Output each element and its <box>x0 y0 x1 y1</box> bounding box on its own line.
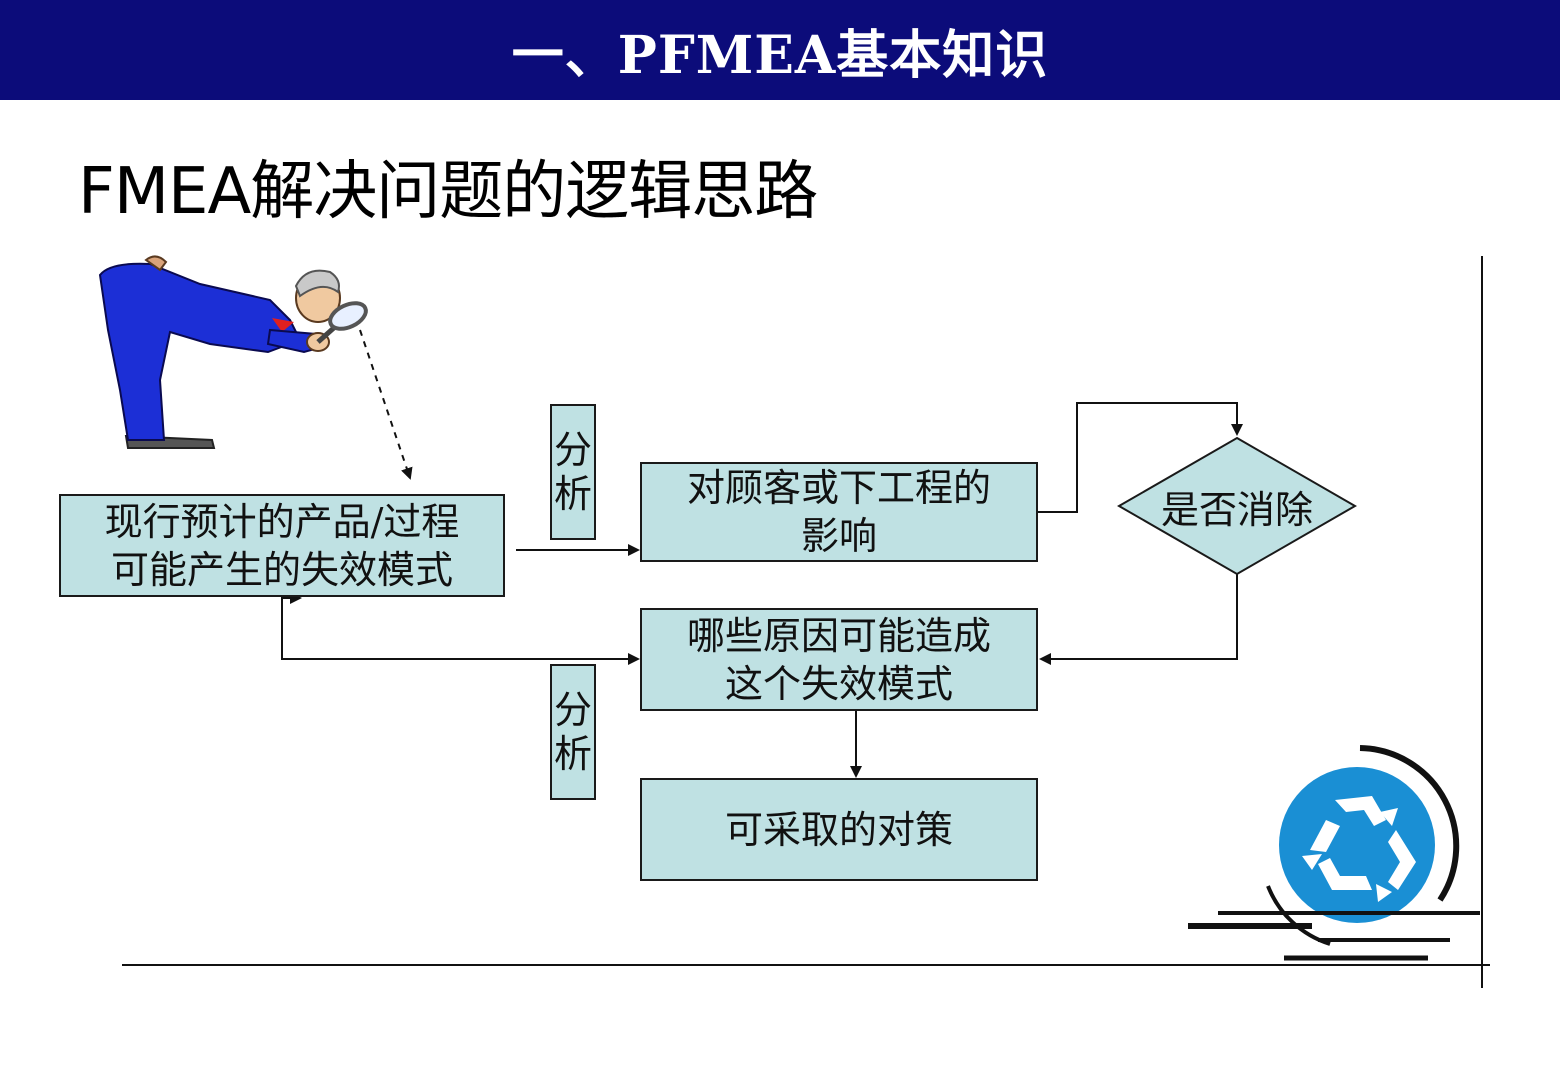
failure-mode-line2: 可能产生的失效模式 <box>111 546 453 594</box>
man-with-magnifying-glass-icon <box>100 256 370 448</box>
effect-box: 对顾客或下工程的 影响 <box>640 462 1038 562</box>
analysis-label-bottom: 分 析 <box>550 664 596 800</box>
cause-line1: 哪些原因可能造成 <box>687 612 991 660</box>
arrow-decision-to-cause <box>1041 574 1237 659</box>
analysis-char-1: 分 <box>554 688 592 732</box>
analysis-char-1: 分 <box>554 428 592 472</box>
analysis-label-top: 分 析 <box>550 404 596 540</box>
analysis-char-2: 析 <box>554 732 592 776</box>
recycle-icon <box>1188 748 1480 958</box>
countermeasure-box: 可采取的对策 <box>640 778 1038 881</box>
cause-box: 哪些原因可能造成 这个失效模式 <box>640 608 1038 711</box>
failure-mode-line1: 现行预计的产品/过程 <box>105 498 460 546</box>
decision-label: 是否消除 <box>1119 480 1355 532</box>
analysis-char-2: 析 <box>554 472 592 516</box>
inspection-dashed-line <box>360 330 410 478</box>
arrow-start-to-cause <box>282 596 638 659</box>
effect-line1: 对顾客或下工程的 <box>687 464 991 512</box>
cause-line2: 这个失效模式 <box>725 660 953 708</box>
failure-mode-box: 现行预计的产品/过程 可能产生的失效模式 <box>59 494 505 597</box>
effect-line2: 影响 <box>801 512 877 560</box>
